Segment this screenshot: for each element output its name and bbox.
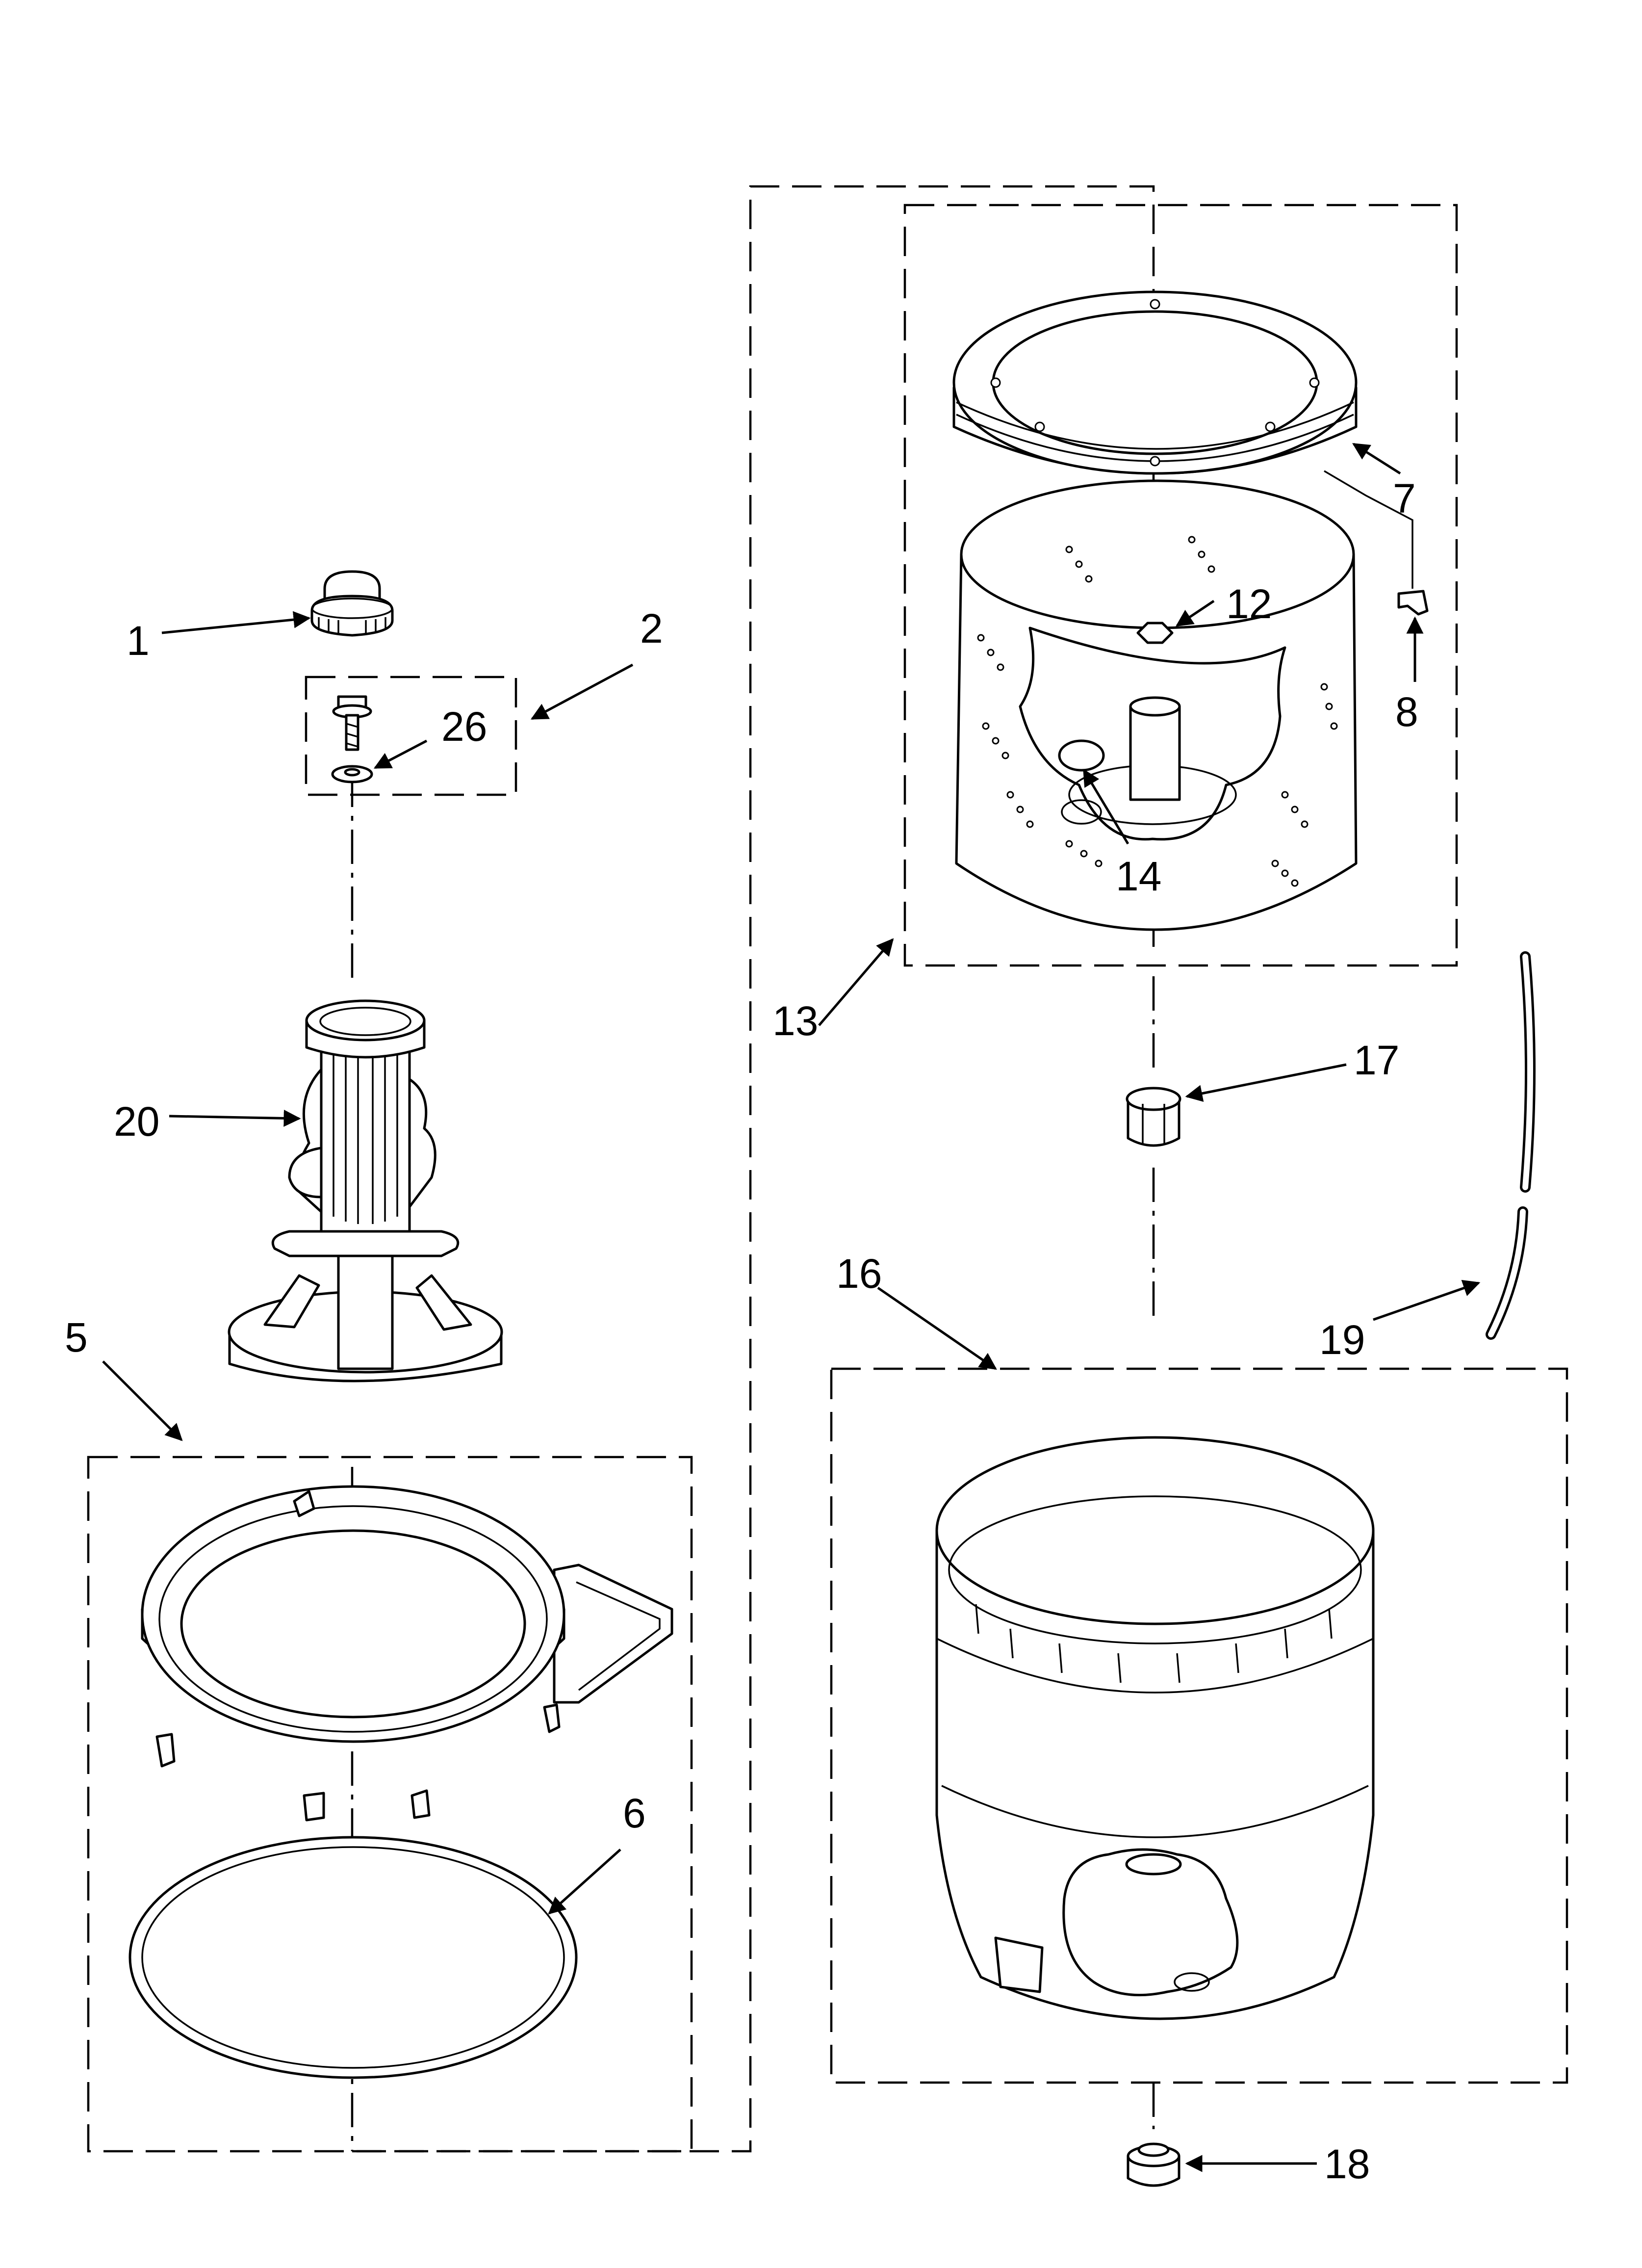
group-box-5 <box>87 1456 693 2153</box>
clip-part <box>1324 470 1429 616</box>
leader-arrows <box>102 443 1481 2172</box>
bolt-part <box>332 695 372 751</box>
group-box-13 <box>903 204 1458 967</box>
callout-14: 14 <box>1116 853 1161 899</box>
callout-26: 26 <box>441 704 487 750</box>
callout-12: 12 <box>1226 581 1272 627</box>
gasket-part <box>128 1836 578 2079</box>
callout-19: 19 <box>1319 1317 1365 1363</box>
callout-16: 16 <box>836 1251 882 1297</box>
drain-plug-part <box>1127 2142 1180 2187</box>
agitator-part <box>228 999 503 1382</box>
callout-5: 5 <box>65 1314 88 1360</box>
callout-6: 6 <box>623 1790 646 1836</box>
callout-17: 17 <box>1354 1037 1399 1083</box>
callout-1: 1 <box>127 618 150 664</box>
washer-part <box>331 765 373 783</box>
callout-20: 20 <box>114 1098 159 1145</box>
callout-18: 18 <box>1324 2141 1370 2187</box>
callout-8: 8 <box>1395 689 1418 735</box>
callout-7: 7 <box>1393 475 1416 521</box>
hub-part <box>1126 1087 1181 1147</box>
group-box-26 <box>305 676 517 796</box>
callout-2: 2 <box>640 605 663 652</box>
callout-13: 13 <box>772 998 818 1044</box>
basket-perforations <box>977 536 1338 887</box>
cap-part <box>310 570 394 637</box>
hose-part <box>1486 951 1536 1340</box>
group-box-16 <box>830 1367 1568 2084</box>
outer-tub-part <box>935 1436 1375 2020</box>
wash-basket-part <box>952 290 1358 931</box>
tub-ring-part <box>141 1485 673 1822</box>
